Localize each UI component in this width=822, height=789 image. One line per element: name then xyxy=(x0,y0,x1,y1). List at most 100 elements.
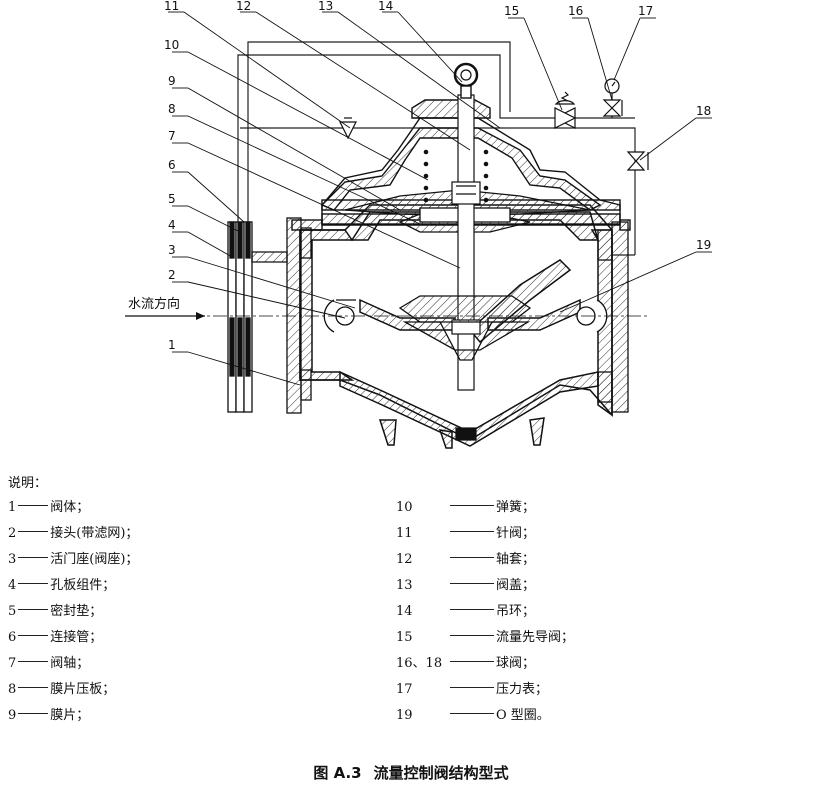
legend-item: 8 膜片压板； xyxy=(8,680,308,706)
callout-3: 3 xyxy=(168,243,176,257)
legend-item-label: O 型圈。 xyxy=(496,708,550,723)
legend-item-label: 接头(带滤网)； xyxy=(50,526,139,541)
legend-item-number: 15 xyxy=(396,630,413,645)
ball-valve-16 xyxy=(602,99,623,117)
needle-valve-11 xyxy=(339,117,357,140)
callout-4: 4 xyxy=(168,218,176,232)
legend-item-label: 膜片； xyxy=(50,708,90,723)
legend-item-number: 14 xyxy=(396,604,413,619)
outlet-flange xyxy=(597,221,629,413)
legend-item: 4 孔板组件； xyxy=(8,576,308,602)
lifting-ring xyxy=(453,62,479,99)
legend-item-number: 8 xyxy=(8,682,17,697)
legend-item-number: 12 xyxy=(396,552,413,567)
legend-item-number: 7 xyxy=(8,656,17,671)
legend-heading: 说明： xyxy=(8,476,48,491)
legend-item: 11 针阀； xyxy=(396,524,716,550)
callout-10: 10 xyxy=(164,38,179,52)
inlet-flange xyxy=(227,217,312,414)
legend-item-number: 16、18 xyxy=(396,656,443,671)
callout-16: 16 xyxy=(568,4,583,18)
legend-right-column: 10 弹簧； 11 针阀； 12 轴套； 13 阀盖； 14 吊环； 15 流量先导阀； 1… xyxy=(396,498,716,732)
leader-dash xyxy=(18,556,49,558)
flow-direction-label: 水流方向 xyxy=(128,296,180,312)
legend-item-label: 膜片压板； xyxy=(50,682,116,697)
legend-item-number: 1 xyxy=(8,500,17,515)
legend-item: 13 阀盖； xyxy=(396,576,716,602)
callout-numbers: 1 2 3 4 5 6 7 8 9 10 11 12 13 14 15 16 1… xyxy=(164,0,711,352)
legend-item-number: 6 xyxy=(8,630,17,645)
legend-item: 10 弹簧； xyxy=(396,498,716,524)
leader-dash xyxy=(18,686,49,688)
legend-item-label: 弹簧； xyxy=(496,500,536,515)
legend-item-number: 9 xyxy=(8,708,17,723)
legend-item-number: 3 xyxy=(8,552,17,567)
legend-item-number: 19 xyxy=(396,708,413,723)
leader-dash xyxy=(18,660,49,662)
leader-dash xyxy=(18,530,49,532)
legend-item-label: 球阀； xyxy=(496,656,536,671)
callout-11: 11 xyxy=(164,0,179,13)
legend-item-number: 11 xyxy=(396,526,413,541)
callout-6: 6 xyxy=(168,158,176,172)
legend-item: 19 O 型圈。 xyxy=(396,706,716,732)
ball-valve-18 xyxy=(626,151,649,171)
legend-item-number: 5 xyxy=(8,604,17,619)
callout-8: 8 xyxy=(168,102,176,116)
leader-dash xyxy=(450,608,494,610)
legend-item-label: 针阀； xyxy=(496,526,536,541)
spring xyxy=(423,149,489,203)
callout-14: 14 xyxy=(378,0,393,13)
legend-item: 16、18 球阀； xyxy=(396,654,716,680)
callout-18: 18 xyxy=(696,104,711,118)
legend-item-label: 孔板组件； xyxy=(50,578,116,593)
legend-item-label: 活门座(阀座)； xyxy=(50,552,139,567)
legend-item-label: 阀盖； xyxy=(496,578,536,593)
legend-item-label: 压力表； xyxy=(496,682,549,697)
leader-lines xyxy=(168,11,712,386)
callout-19: 19 xyxy=(696,238,711,252)
legend-item: 17 压力表； xyxy=(396,680,716,706)
leader-dash xyxy=(450,712,494,714)
legend-item-number: 13 xyxy=(396,578,413,593)
leader-dash xyxy=(18,634,49,636)
leader-dash xyxy=(450,504,494,506)
legend-item-number: 2 xyxy=(8,526,17,541)
leader-dash xyxy=(18,582,49,584)
legend-item-number: 17 xyxy=(396,682,413,697)
valve-drawing: 水流方向 xyxy=(125,0,712,449)
leader-dash xyxy=(450,530,494,532)
legend-item: 3 活门座(阀座)； xyxy=(8,550,308,576)
legend-item-label: 吊环； xyxy=(496,604,536,619)
callout-12: 12 xyxy=(236,0,251,13)
legend-item: 9 膜片； xyxy=(8,706,308,732)
callout-15: 15 xyxy=(504,4,519,18)
leader-dash xyxy=(18,504,49,506)
legend-item-label: 轴套； xyxy=(496,552,536,567)
callout-17: 17 xyxy=(638,4,653,18)
figure-caption: 图 A.3 流量控制阀结构型式 xyxy=(0,762,822,783)
leader-dash xyxy=(18,712,49,714)
legend-item-number: 10 xyxy=(396,500,413,515)
callout-13: 13 xyxy=(318,0,333,13)
leader-dash xyxy=(450,660,494,662)
figure-number: 图 A.3 xyxy=(313,764,362,782)
leader-dash xyxy=(450,582,494,584)
figure-title: 流量控制阀结构型式 xyxy=(373,764,509,782)
legend-item-label: 流量先导阀； xyxy=(496,630,575,645)
legend-item-label: 连接管； xyxy=(50,630,103,645)
leader-dash xyxy=(450,686,494,688)
callout-1: 1 xyxy=(168,338,176,352)
leader-dash xyxy=(18,608,49,610)
leader-dash xyxy=(450,634,494,636)
legend-item: 14 吊环； xyxy=(396,602,716,628)
callout-2: 2 xyxy=(168,268,176,282)
callout-9: 9 xyxy=(168,74,176,88)
legend-item: 2 接头(带滤网)； xyxy=(8,524,308,550)
legend-item-number: 4 xyxy=(8,578,17,593)
legend-item: 12 轴套； xyxy=(396,550,716,576)
